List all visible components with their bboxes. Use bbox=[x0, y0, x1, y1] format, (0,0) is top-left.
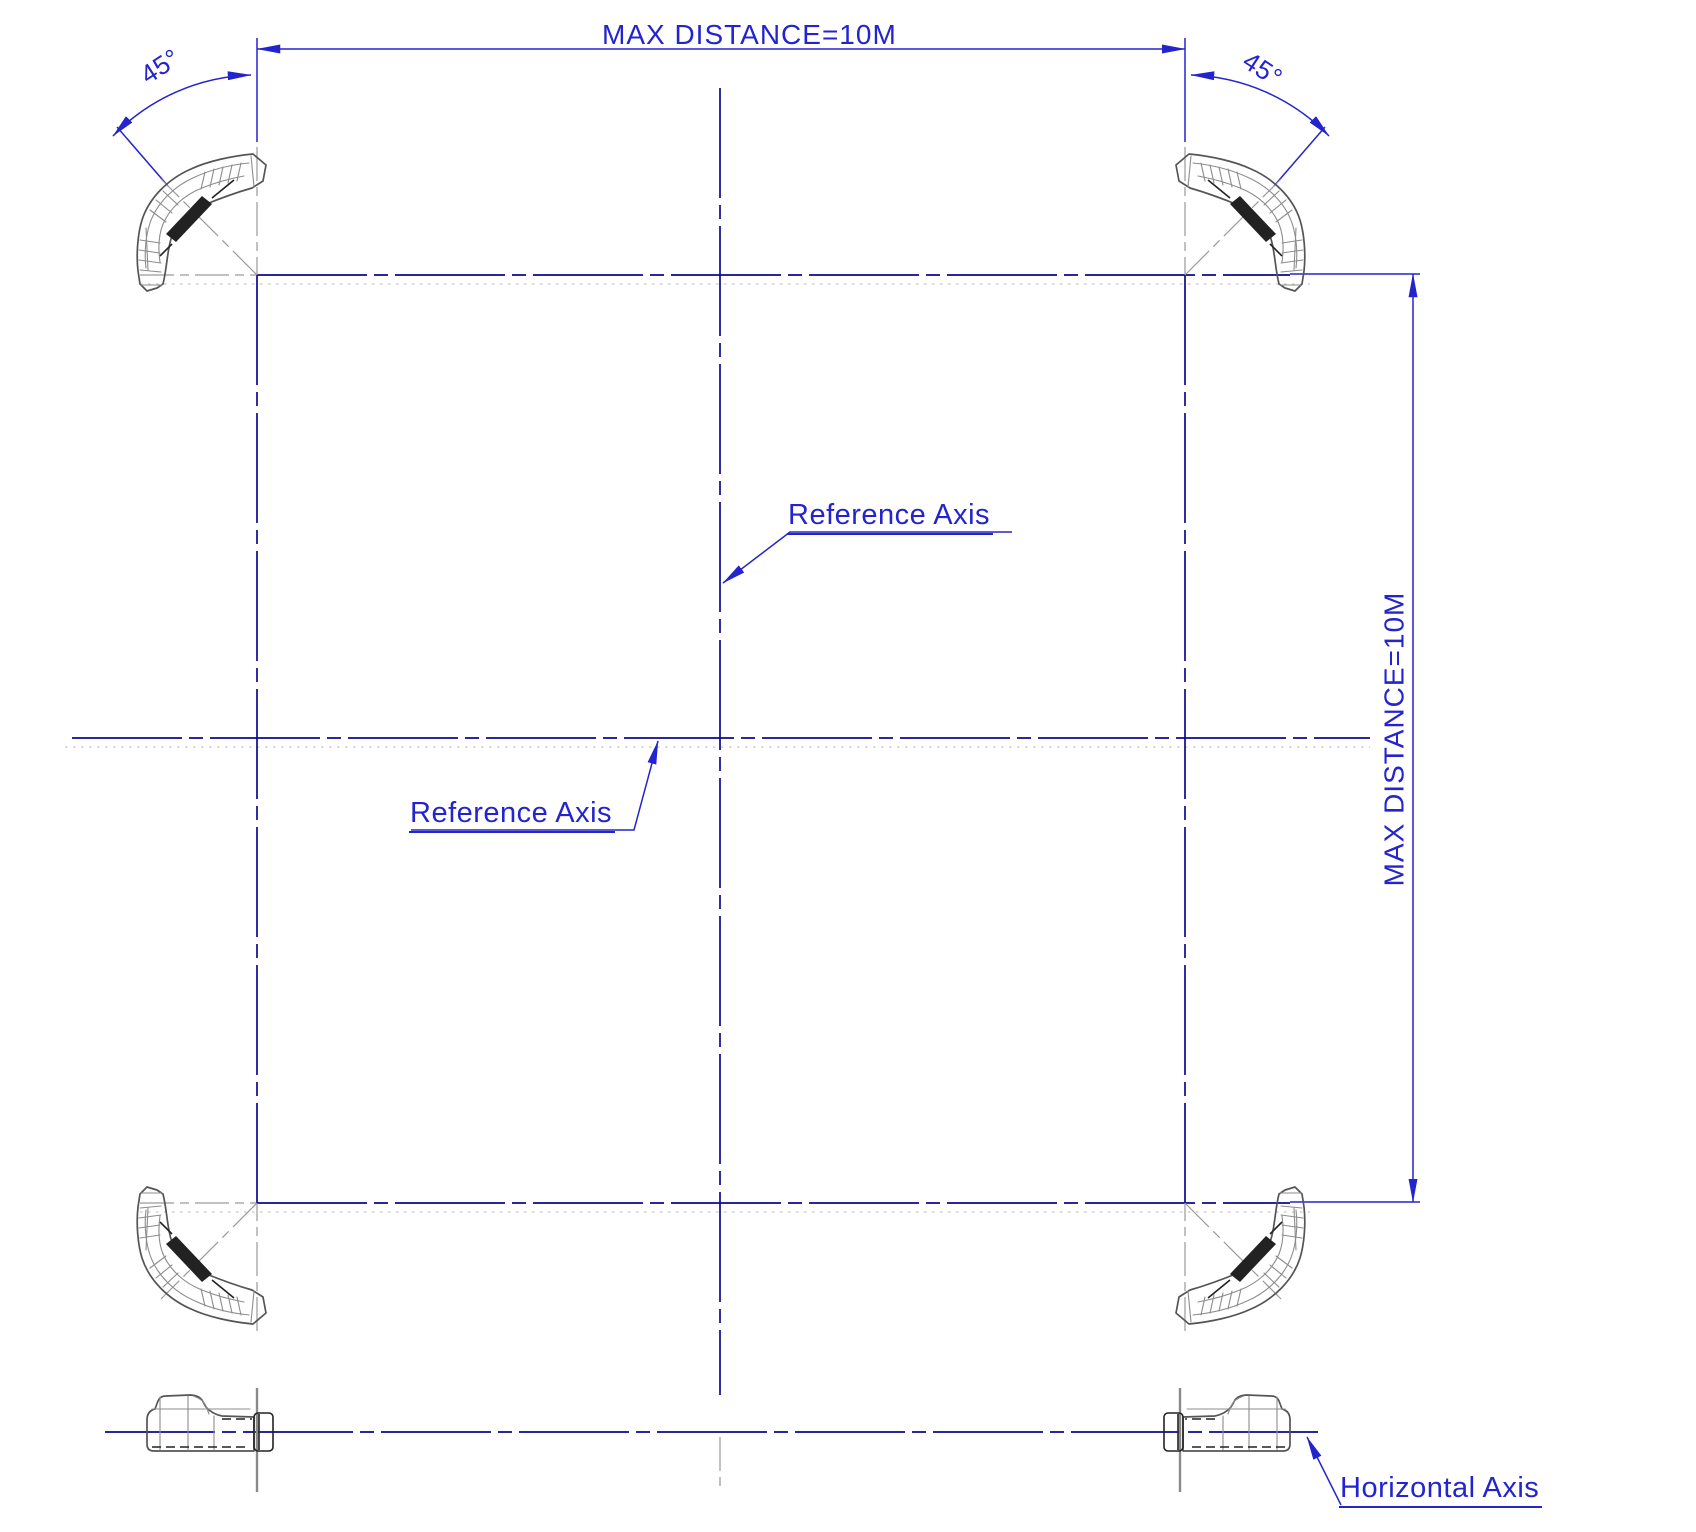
corner-device-top-left bbox=[136, 146, 267, 292]
top-dimension-label: MAX DISTANCE=10M bbox=[602, 19, 897, 50]
angle-ray-right bbox=[1273, 126, 1326, 187]
horizontal-axis-label: Horizontal Axis bbox=[1339, 1473, 1543, 1509]
leader-horizontal-axis bbox=[1306, 1436, 1342, 1506]
side-device-bottom-left bbox=[145, 1386, 275, 1494]
angle-arc-left bbox=[112, 71, 252, 137]
side-device-bottom-right bbox=[1162, 1386, 1292, 1494]
corner-device-bottom-left bbox=[136, 1186, 267, 1332]
right-dimension-label: MAX DISTANCE=10M bbox=[1378, 591, 1410, 887]
leader-reference-axis-vertical bbox=[722, 531, 1012, 584]
angle-ray-left bbox=[116, 126, 169, 187]
angle-arc-right bbox=[1190, 71, 1330, 137]
reference-axis-horizontal-label: Reference Axis bbox=[409, 798, 616, 834]
reference-axis-vertical-label: Reference Axis bbox=[787, 500, 994, 536]
leader-reference-axis-horizontal bbox=[411, 740, 659, 831]
corner-device-top-right bbox=[1175, 146, 1306, 292]
corner-device-bottom-right bbox=[1175, 1186, 1306, 1332]
